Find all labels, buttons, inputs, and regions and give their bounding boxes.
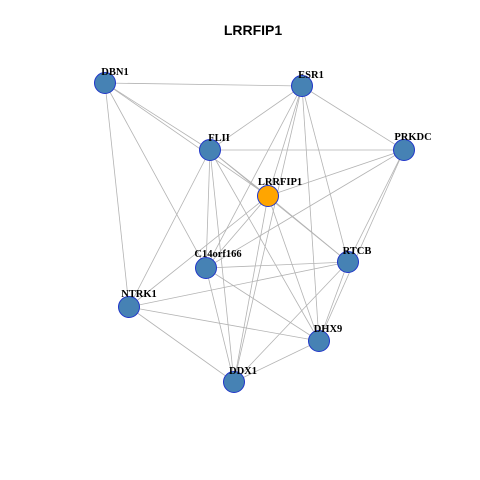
node-label-flii: FLII	[208, 133, 230, 144]
edge-lrrfip1-dhx9	[267, 195, 320, 342]
edge-prkdc-dhx9	[318, 149, 405, 342]
edge-flii-ntrk1	[128, 149, 211, 308]
node-ddx1	[223, 371, 245, 393]
node-label-dbn1: DBN1	[101, 67, 128, 78]
node-ntrk1	[118, 296, 140, 318]
edge-lrrfip1-ddx1	[233, 195, 269, 383]
edge-esr1-lrrfip1	[267, 85, 303, 197]
node-label-prkdc: PRKDC	[394, 132, 431, 143]
node-label-ddx1: DDX1	[229, 366, 257, 377]
node-dbn1	[94, 72, 116, 94]
edge-dbn1-flii	[104, 82, 211, 151]
node-esr1	[291, 75, 313, 97]
edge-esr1-flii	[209, 85, 303, 151]
edge-esr1-ddx1	[233, 85, 303, 383]
node-flii	[199, 139, 221, 161]
edge-c14orf166-dhx9	[205, 267, 320, 342]
node-label-dhx9: DHX9	[314, 324, 343, 335]
node-layer	[94, 72, 415, 393]
edge-flii-dhx9	[209, 149, 320, 342]
node-dhx9	[308, 330, 330, 352]
edge-c14orf166-ddx1	[205, 267, 235, 383]
edge-flii-ddx1	[209, 149, 235, 383]
node-rtcb	[337, 251, 359, 273]
edge-prkdc-rtcb	[347, 149, 405, 263]
edge-lrrfip1-ntrk1	[128, 195, 269, 308]
edge-rtcb-ntrk1	[128, 261, 349, 308]
edge-prkdc-c14orf166	[205, 149, 405, 269]
edge-dhx9-ddx1	[233, 340, 320, 383]
edge-dbn1-lrrfip1	[104, 82, 269, 197]
node-label-lrrfip1: LRRFIP1	[258, 177, 302, 188]
edge-esr1-dhx9	[301, 85, 320, 342]
node-label-esr1: ESR1	[298, 70, 324, 81]
edge-dbn1-ntrk1	[104, 82, 130, 308]
edge-prkdc-lrrfip1	[267, 149, 405, 197]
node-label-c14orf166: C14orf166	[194, 249, 241, 260]
edge-rtcb-ddx1	[233, 261, 349, 383]
edge-esr1-rtcb	[301, 85, 349, 263]
edge-rtcb-dhx9	[318, 261, 349, 342]
edge-esr1-prkdc	[301, 85, 405, 151]
edge-ntrk1-ddx1	[128, 306, 235, 383]
chart-title: LRRFIP1	[224, 22, 283, 38]
node-c14orf166	[195, 257, 217, 279]
edge-lrrfip1-rtcb	[267, 195, 349, 263]
node-prkdc	[393, 139, 415, 161]
edge-esr1-c14orf166	[205, 85, 303, 269]
node-label-ntrk1: NTRK1	[121, 289, 157, 300]
edge-dbn1-esr1	[104, 82, 303, 87]
edge-c14orf166-rtcb	[205, 261, 349, 269]
node-lrrfip1	[257, 185, 279, 207]
edge-ntrk1-dhx9	[128, 306, 320, 342]
edge-flii-c14orf166	[205, 149, 211, 269]
node-label-rtcb: RTCB	[343, 246, 372, 257]
edge-layer	[104, 82, 405, 383]
edge-lrrfip1-c14orf166	[205, 195, 269, 269]
edge-dbn1-c14orf166	[104, 82, 207, 269]
